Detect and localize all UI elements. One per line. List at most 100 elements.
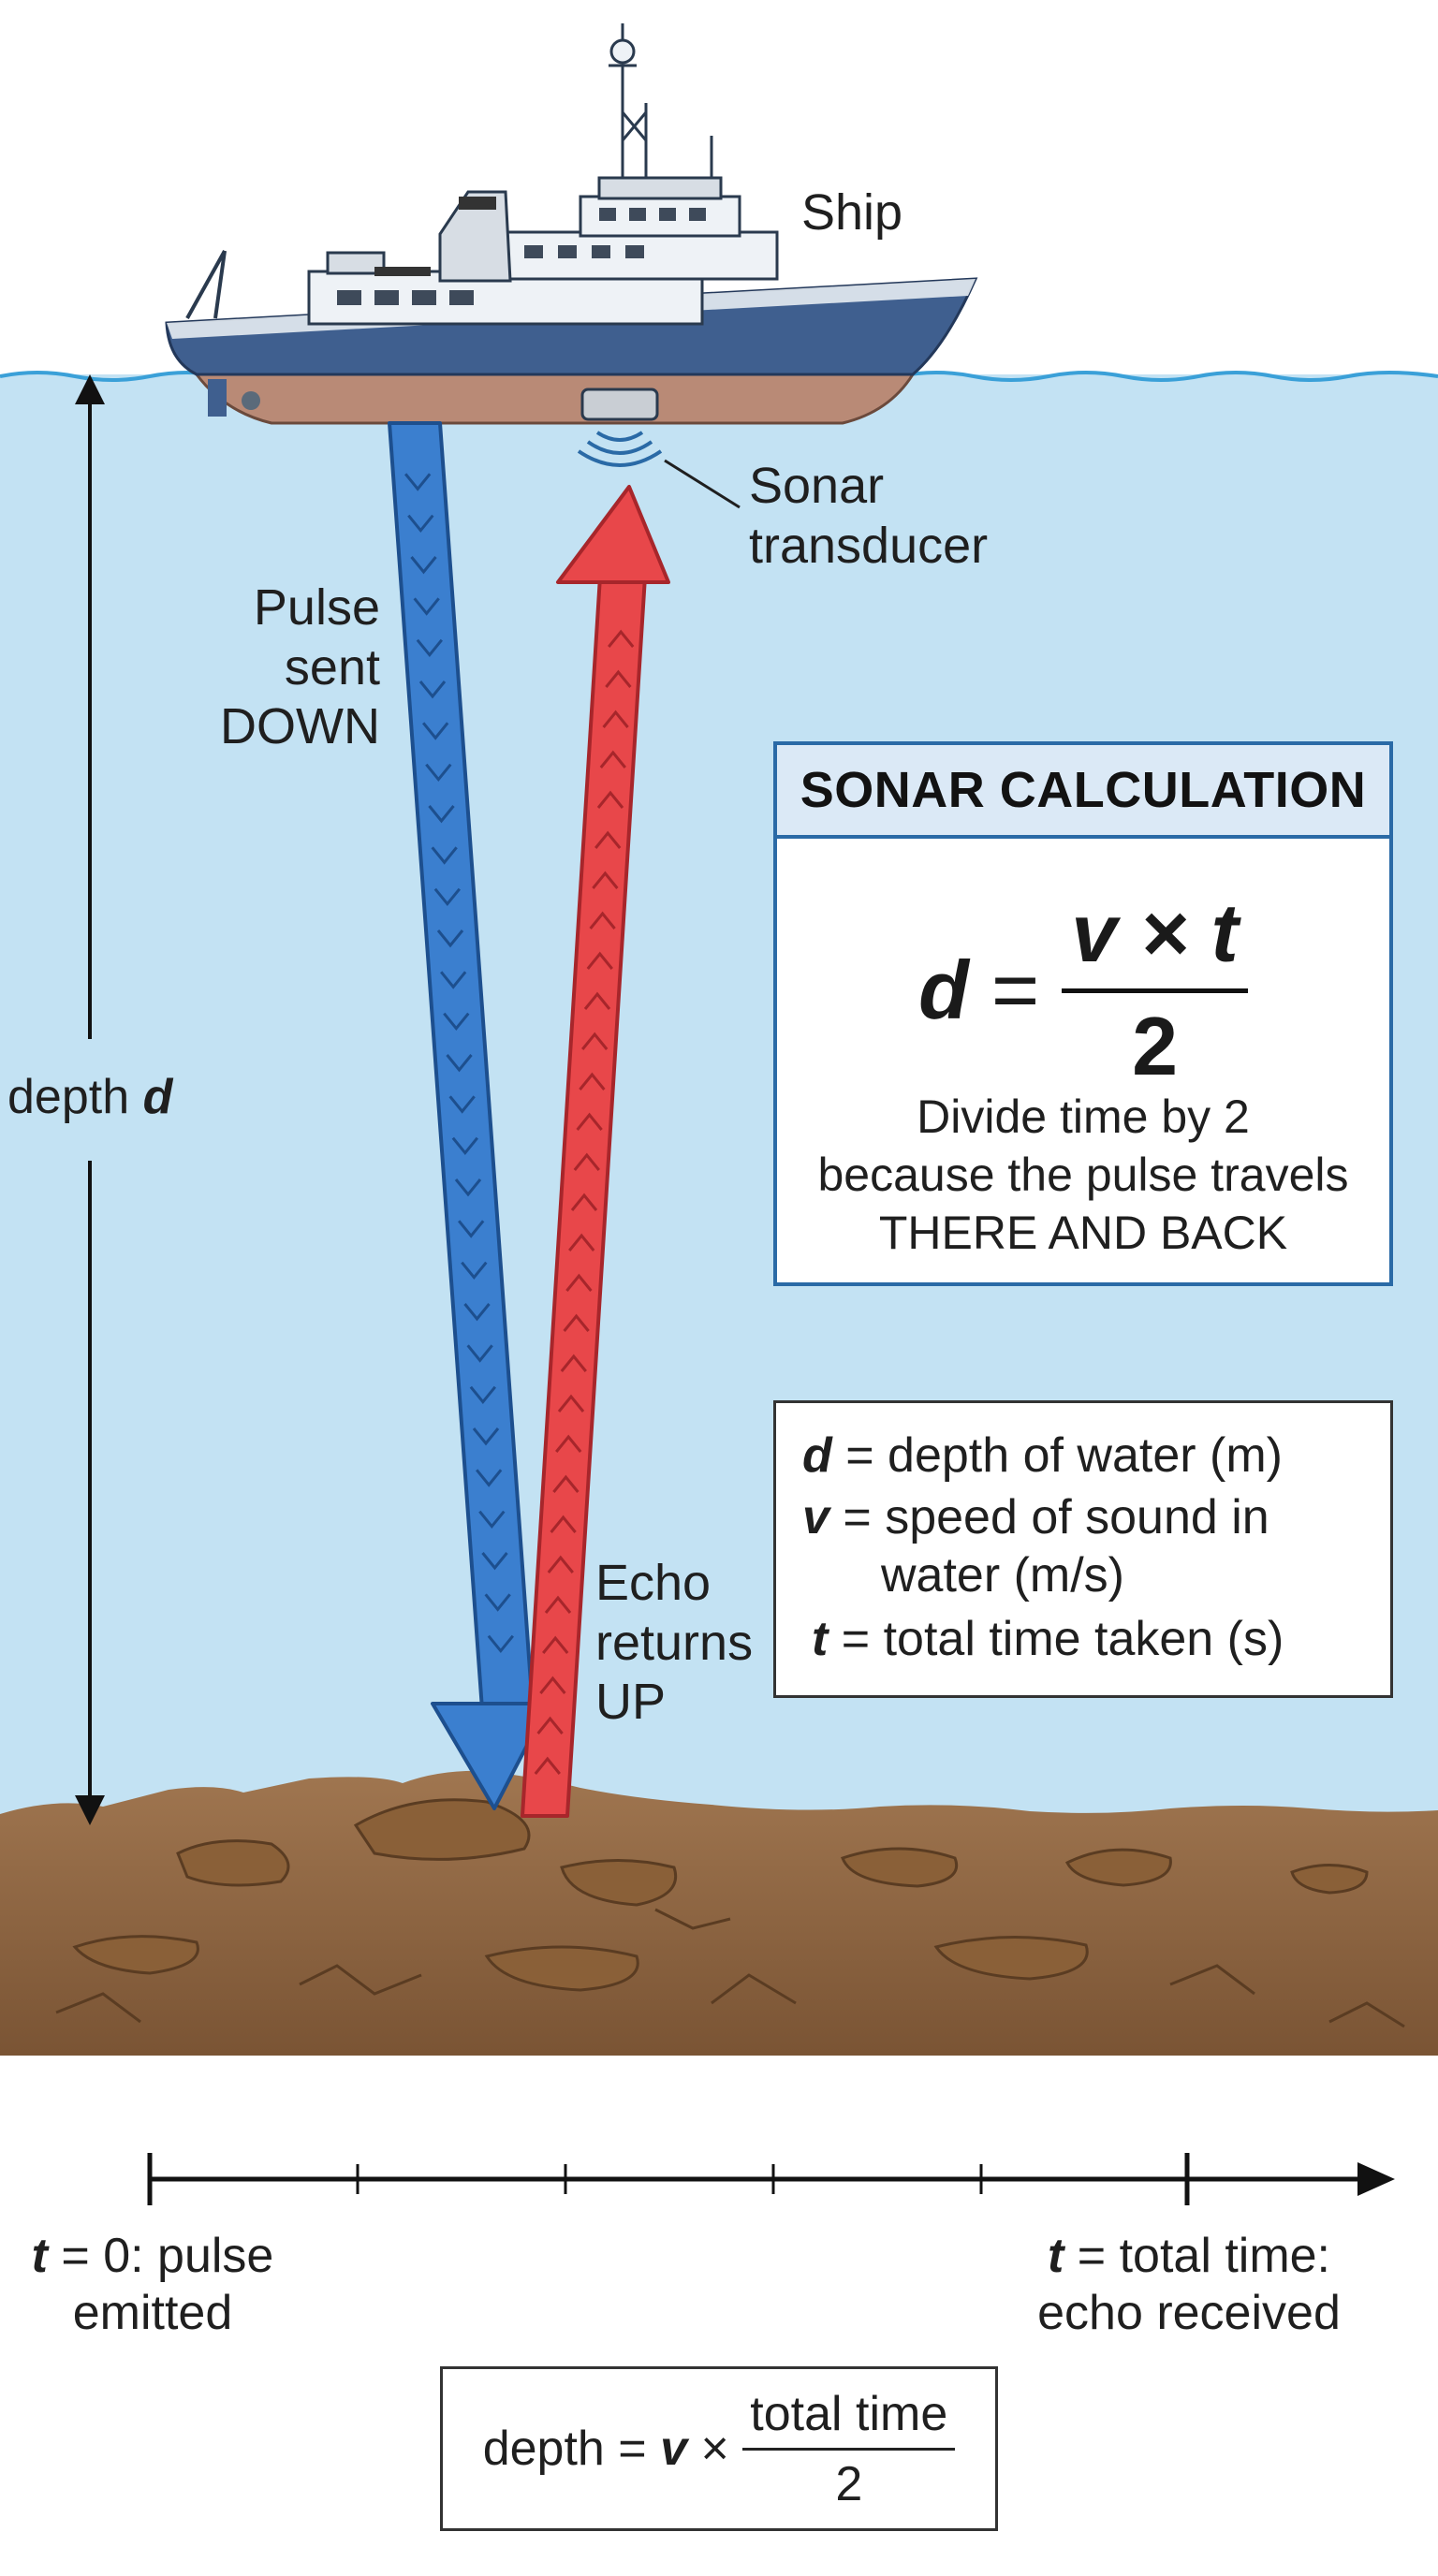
arrow-chevron bbox=[576, 1112, 603, 1131]
echo-label: Echo returns UP bbox=[595, 1554, 753, 1733]
arrow-chevron bbox=[536, 1716, 564, 1734]
ship-underwater-hull bbox=[193, 373, 916, 425]
variable-legend-box: d = depth of water (m) v = speed of soun… bbox=[773, 1400, 1393, 1698]
arrow-chevron bbox=[592, 871, 619, 889]
timeline-start-line1: = 0: pulse bbox=[61, 2229, 274, 2283]
transducer-label-line1: Sonar bbox=[749, 458, 885, 514]
note-line3: THERE AND BACK bbox=[878, 1207, 1288, 1259]
legend-row-d: d = depth of water (m) bbox=[802, 1431, 1283, 1480]
arrow-chevron bbox=[599, 750, 626, 768]
arrow-chevron bbox=[589, 911, 616, 929]
arrow-chevron bbox=[539, 1676, 566, 1694]
arrow-chevron bbox=[534, 1756, 561, 1775]
arrow-chevron bbox=[583, 991, 611, 1010]
arrow-chevron bbox=[581, 1032, 609, 1050]
arrow-chevron bbox=[410, 556, 437, 575]
arrow-chevron bbox=[418, 681, 447, 699]
arrow-chevron bbox=[555, 1434, 582, 1453]
depth-label-symbol: d bbox=[142, 1070, 173, 1124]
legend-t-symbol: t bbox=[812, 1612, 829, 1666]
formula-numerator: v × t bbox=[1062, 886, 1248, 993]
timeline-start-line2: emitted bbox=[72, 2286, 233, 2341]
echo-label-line1: Echo bbox=[595, 1555, 712, 1611]
sonar-calculation-note: Divide time by 2 because the pulse trave… bbox=[777, 1088, 1389, 1262]
sonar-calculation-box: SONAR CALCULATION d = v × t 2 Divide tim… bbox=[773, 741, 1393, 1286]
legend-v-symbol: v bbox=[802, 1490, 829, 1544]
arrow-chevron bbox=[404, 473, 432, 491]
arrow-chevron bbox=[579, 1072, 606, 1090]
legend-t-text: = total time taken (s) bbox=[841, 1612, 1284, 1666]
arrow-chevron bbox=[454, 1178, 482, 1197]
formula-denominator: 2 bbox=[1132, 1000, 1179, 1092]
timeline-end-label: t = total time: echo received bbox=[1020, 2228, 1357, 2343]
arrow-chevron bbox=[594, 830, 622, 849]
arrow-chevron bbox=[425, 763, 452, 783]
arrow-chevron bbox=[552, 1474, 580, 1493]
timeline-end-line2: echo received bbox=[1037, 2286, 1341, 2341]
echo-label-line2: returns bbox=[595, 1614, 754, 1671]
ship-mast bbox=[609, 23, 713, 178]
arrow-chevron bbox=[596, 790, 624, 809]
arrow-chevron bbox=[550, 1515, 577, 1533]
arrow-chevron bbox=[433, 887, 461, 907]
arrow-chevron bbox=[608, 629, 635, 648]
transducer-label: Sonar transducer bbox=[749, 457, 988, 576]
formula-lhs: d bbox=[918, 943, 969, 1036]
arrow-chevron bbox=[466, 1344, 493, 1363]
arrow-chevron bbox=[436, 929, 464, 948]
note-line1: Divide time by 2 bbox=[917, 1090, 1250, 1143]
arrow-chevron bbox=[487, 1634, 514, 1654]
legend-row-t: t = total time taken (s) bbox=[812, 1615, 1284, 1663]
timeline bbox=[147, 2153, 1395, 2205]
propeller bbox=[242, 391, 260, 410]
arrow-chevron bbox=[431, 846, 458, 865]
ship-label: Ship bbox=[801, 184, 903, 241]
bottom-formula-numerator: total time bbox=[742, 2386, 956, 2451]
arrow-chevron bbox=[458, 1220, 485, 1238]
bottom-formula-denominator: 2 bbox=[835, 2456, 863, 2511]
timeline-start-label: t = 0: pulse emitted bbox=[26, 2228, 279, 2343]
sonar-formula: d = v × t 2 bbox=[777, 886, 1389, 1094]
arrow-chevron bbox=[586, 951, 613, 970]
pulse-label-line1: Pulse bbox=[253, 579, 380, 636]
arrow-chevron bbox=[557, 1394, 585, 1412]
legend-row-v: v = speed of sound in bbox=[802, 1493, 1269, 1542]
pulse-label-line2: sent bbox=[284, 638, 380, 695]
arrow-chevron bbox=[484, 1593, 511, 1612]
bottom-formula-lhs: depth = bbox=[482, 2422, 661, 2476]
bottom-formula-times: × bbox=[687, 2422, 743, 2476]
depth-arrow bbox=[75, 374, 105, 1825]
formula-fraction: v × t 2 bbox=[1062, 886, 1248, 1094]
arrow-chevron bbox=[570, 1193, 598, 1211]
sonar-calculation-title: SONAR CALCULATION bbox=[777, 745, 1389, 839]
arrow-chevron bbox=[461, 1261, 488, 1281]
echo-arrow bbox=[521, 485, 670, 1818]
arrow-chevron bbox=[476, 1469, 503, 1487]
arrow-chevron bbox=[451, 1136, 478, 1156]
arrow-chevrons bbox=[404, 473, 635, 1775]
sonar-transducer bbox=[577, 388, 741, 509]
arrow-chevron bbox=[469, 1385, 496, 1405]
arrow-chevron bbox=[428, 805, 455, 824]
arrow-chevron bbox=[605, 669, 632, 688]
arrow-chevron bbox=[440, 971, 467, 989]
legend-d-text: = depth of water (m) bbox=[845, 1428, 1283, 1483]
arrow-chevron bbox=[481, 1552, 508, 1571]
arrow-chevron bbox=[542, 1635, 569, 1654]
arrow-chevron bbox=[565, 1273, 593, 1292]
legend-d-symbol: d bbox=[802, 1428, 832, 1483]
arrow-chevron bbox=[568, 1233, 595, 1251]
legend-v-text: = speed of sound in bbox=[843, 1490, 1269, 1544]
seabed-rocks bbox=[72, 1798, 1369, 1992]
pulse-label-line3: DOWN bbox=[220, 698, 380, 755]
formula-equals: = bbox=[990, 943, 1040, 1036]
arrow-chevron bbox=[416, 638, 443, 658]
arrow-chevron bbox=[413, 597, 440, 616]
ship bbox=[165, 23, 978, 425]
timeline-end-symbol: t bbox=[1047, 2229, 1064, 2283]
arrow-chevron bbox=[463, 1303, 491, 1322]
seabed-cracks bbox=[55, 1908, 1405, 2028]
arrow-chevron bbox=[602, 710, 629, 728]
arrow-chevron bbox=[407, 514, 434, 534]
